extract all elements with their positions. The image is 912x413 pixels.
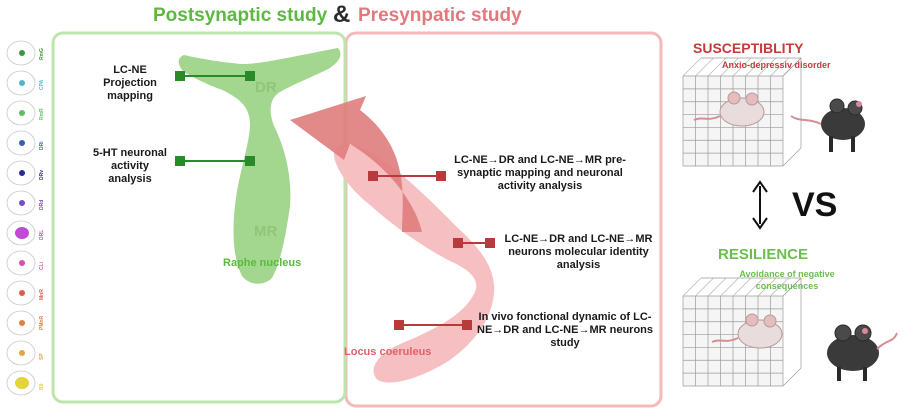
white-mouse-icon-bottom bbox=[711, 313, 783, 349]
raphe-nucleus-label: Raphe nucleus bbox=[223, 257, 302, 269]
locus-coeruleus-shape bbox=[334, 144, 495, 383]
cage-line bbox=[682, 277, 702, 297]
cage-line bbox=[782, 367, 802, 387]
brain-slice-marker bbox=[19, 320, 25, 326]
neuronal-activity-label: 5-HT neuronal activity analysis bbox=[93, 147, 167, 185]
red-connector-3 bbox=[394, 320, 472, 330]
brain-slice-marker bbox=[19, 140, 25, 146]
locus-coeruleus-label: Locus coeruleus bbox=[344, 346, 432, 358]
brain-slice-label: B9 bbox=[39, 383, 45, 390]
cage-line bbox=[757, 57, 777, 77]
green-connector-2 bbox=[175, 156, 255, 166]
brain-slice-marker bbox=[15, 227, 29, 239]
brain-slice-label: DRL bbox=[39, 229, 45, 240]
double-arrow-icon bbox=[752, 180, 768, 230]
brain-slice-label: CPA bbox=[39, 79, 45, 90]
dr-label: DR bbox=[255, 79, 277, 96]
brain-slice-marker bbox=[19, 260, 25, 266]
cage-line bbox=[707, 57, 727, 77]
brain-slice-marker bbox=[19, 350, 25, 356]
cage-line bbox=[695, 277, 714, 297]
brain-slice-marker bbox=[19, 200, 25, 206]
brain-slice-strip bbox=[6, 40, 36, 396]
functional-dynamic-label: In vivo fonctional dynamic of LC-NE→DR a… bbox=[477, 311, 653, 349]
brain-slice-label: DRd bbox=[39, 199, 45, 210]
brain-slice-label: DRv bbox=[39, 169, 45, 180]
brain-slice-label: DRi bbox=[39, 141, 45, 150]
cage-line bbox=[745, 57, 764, 77]
dark-mouse-icon-bottom bbox=[827, 324, 898, 381]
white-mouse-icon-top bbox=[693, 91, 765, 127]
cage-line bbox=[695, 57, 714, 77]
cage-line bbox=[682, 57, 702, 77]
cage-line bbox=[770, 277, 789, 297]
cage-line bbox=[757, 277, 777, 297]
projection-arrow bbox=[290, 96, 422, 232]
mr-label: MR bbox=[254, 223, 278, 240]
cage-line bbox=[782, 57, 802, 77]
cage-line bbox=[782, 277, 802, 297]
dark-mouse-icon-top bbox=[790, 98, 865, 152]
cage-line bbox=[745, 277, 764, 297]
presynaptic-mapping-label: LC-NE→DR and LC-NE→MR pre-synaptic mappi… bbox=[454, 154, 626, 192]
brain-slice-label: PMnR bbox=[39, 315, 45, 330]
susceptibility-heading: SUSCEPTIBLITY bbox=[693, 40, 804, 56]
brain-slice-label: RmG bbox=[39, 48, 45, 60]
resilience-heading: RESILIENCE bbox=[718, 246, 809, 263]
ampersand-title: & bbox=[333, 1, 351, 28]
red-connector-1 bbox=[368, 171, 446, 181]
projection-mapping-label: LC-NE Projection mapping bbox=[103, 64, 157, 102]
brain-slice-label: SP bbox=[39, 353, 45, 360]
cage-line bbox=[770, 57, 789, 77]
brain-slice-label: CLi bbox=[39, 261, 45, 270]
cage-line bbox=[732, 57, 752, 77]
brain-slice-marker bbox=[15, 377, 29, 389]
brain-slice-marker bbox=[19, 170, 25, 176]
cage-line bbox=[707, 277, 727, 297]
postsynaptic-title: Postsynaptic study bbox=[153, 5, 328, 26]
molecular-identity-label: LC-NE→DR and LC-NE→MR neurons molecular … bbox=[504, 233, 653, 271]
vs-label: VS bbox=[792, 186, 838, 224]
raphe-nucleus-shape bbox=[178, 48, 341, 284]
cage-line bbox=[732, 277, 752, 297]
brain-slice-marker bbox=[19, 110, 25, 116]
cage-line bbox=[720, 57, 739, 77]
red-connector-2 bbox=[453, 238, 495, 248]
brain-slice-marker bbox=[19, 290, 25, 296]
cage-line bbox=[720, 277, 739, 297]
green-connector-1 bbox=[175, 71, 255, 81]
brain-slice-label: MnR bbox=[39, 289, 45, 300]
resilience-description: Avoidance of negative consequences bbox=[739, 269, 835, 291]
presynaptic-title: Presynpatic study bbox=[358, 5, 522, 26]
brain-slice-label: RmR bbox=[39, 108, 45, 120]
susceptibility-description: Anxio-depressiv disorder bbox=[722, 60, 831, 70]
brain-slice-marker bbox=[19, 50, 25, 56]
brain-slice-marker bbox=[19, 80, 25, 86]
cage-line bbox=[782, 147, 802, 167]
